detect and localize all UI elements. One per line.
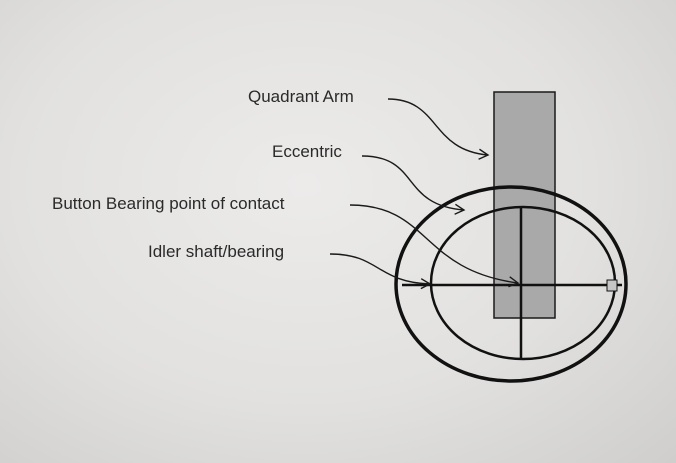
label-quadrant-arm: Quadrant Arm [248,87,354,106]
label-eccentric: Eccentric [272,142,342,161]
leader-quadrant-arm [387,98,490,160]
leader-button-bearing [349,204,520,288]
leader-idler-shaft [329,253,432,290]
contact-notch [606,279,618,292]
eccentric-outer-ellipse [394,185,628,383]
label-idler-shaft: Idler shaft/bearing [148,242,285,261]
label-button-bearing: Button Bearing point of contact [52,194,285,213]
leader-eccentric [361,155,466,215]
